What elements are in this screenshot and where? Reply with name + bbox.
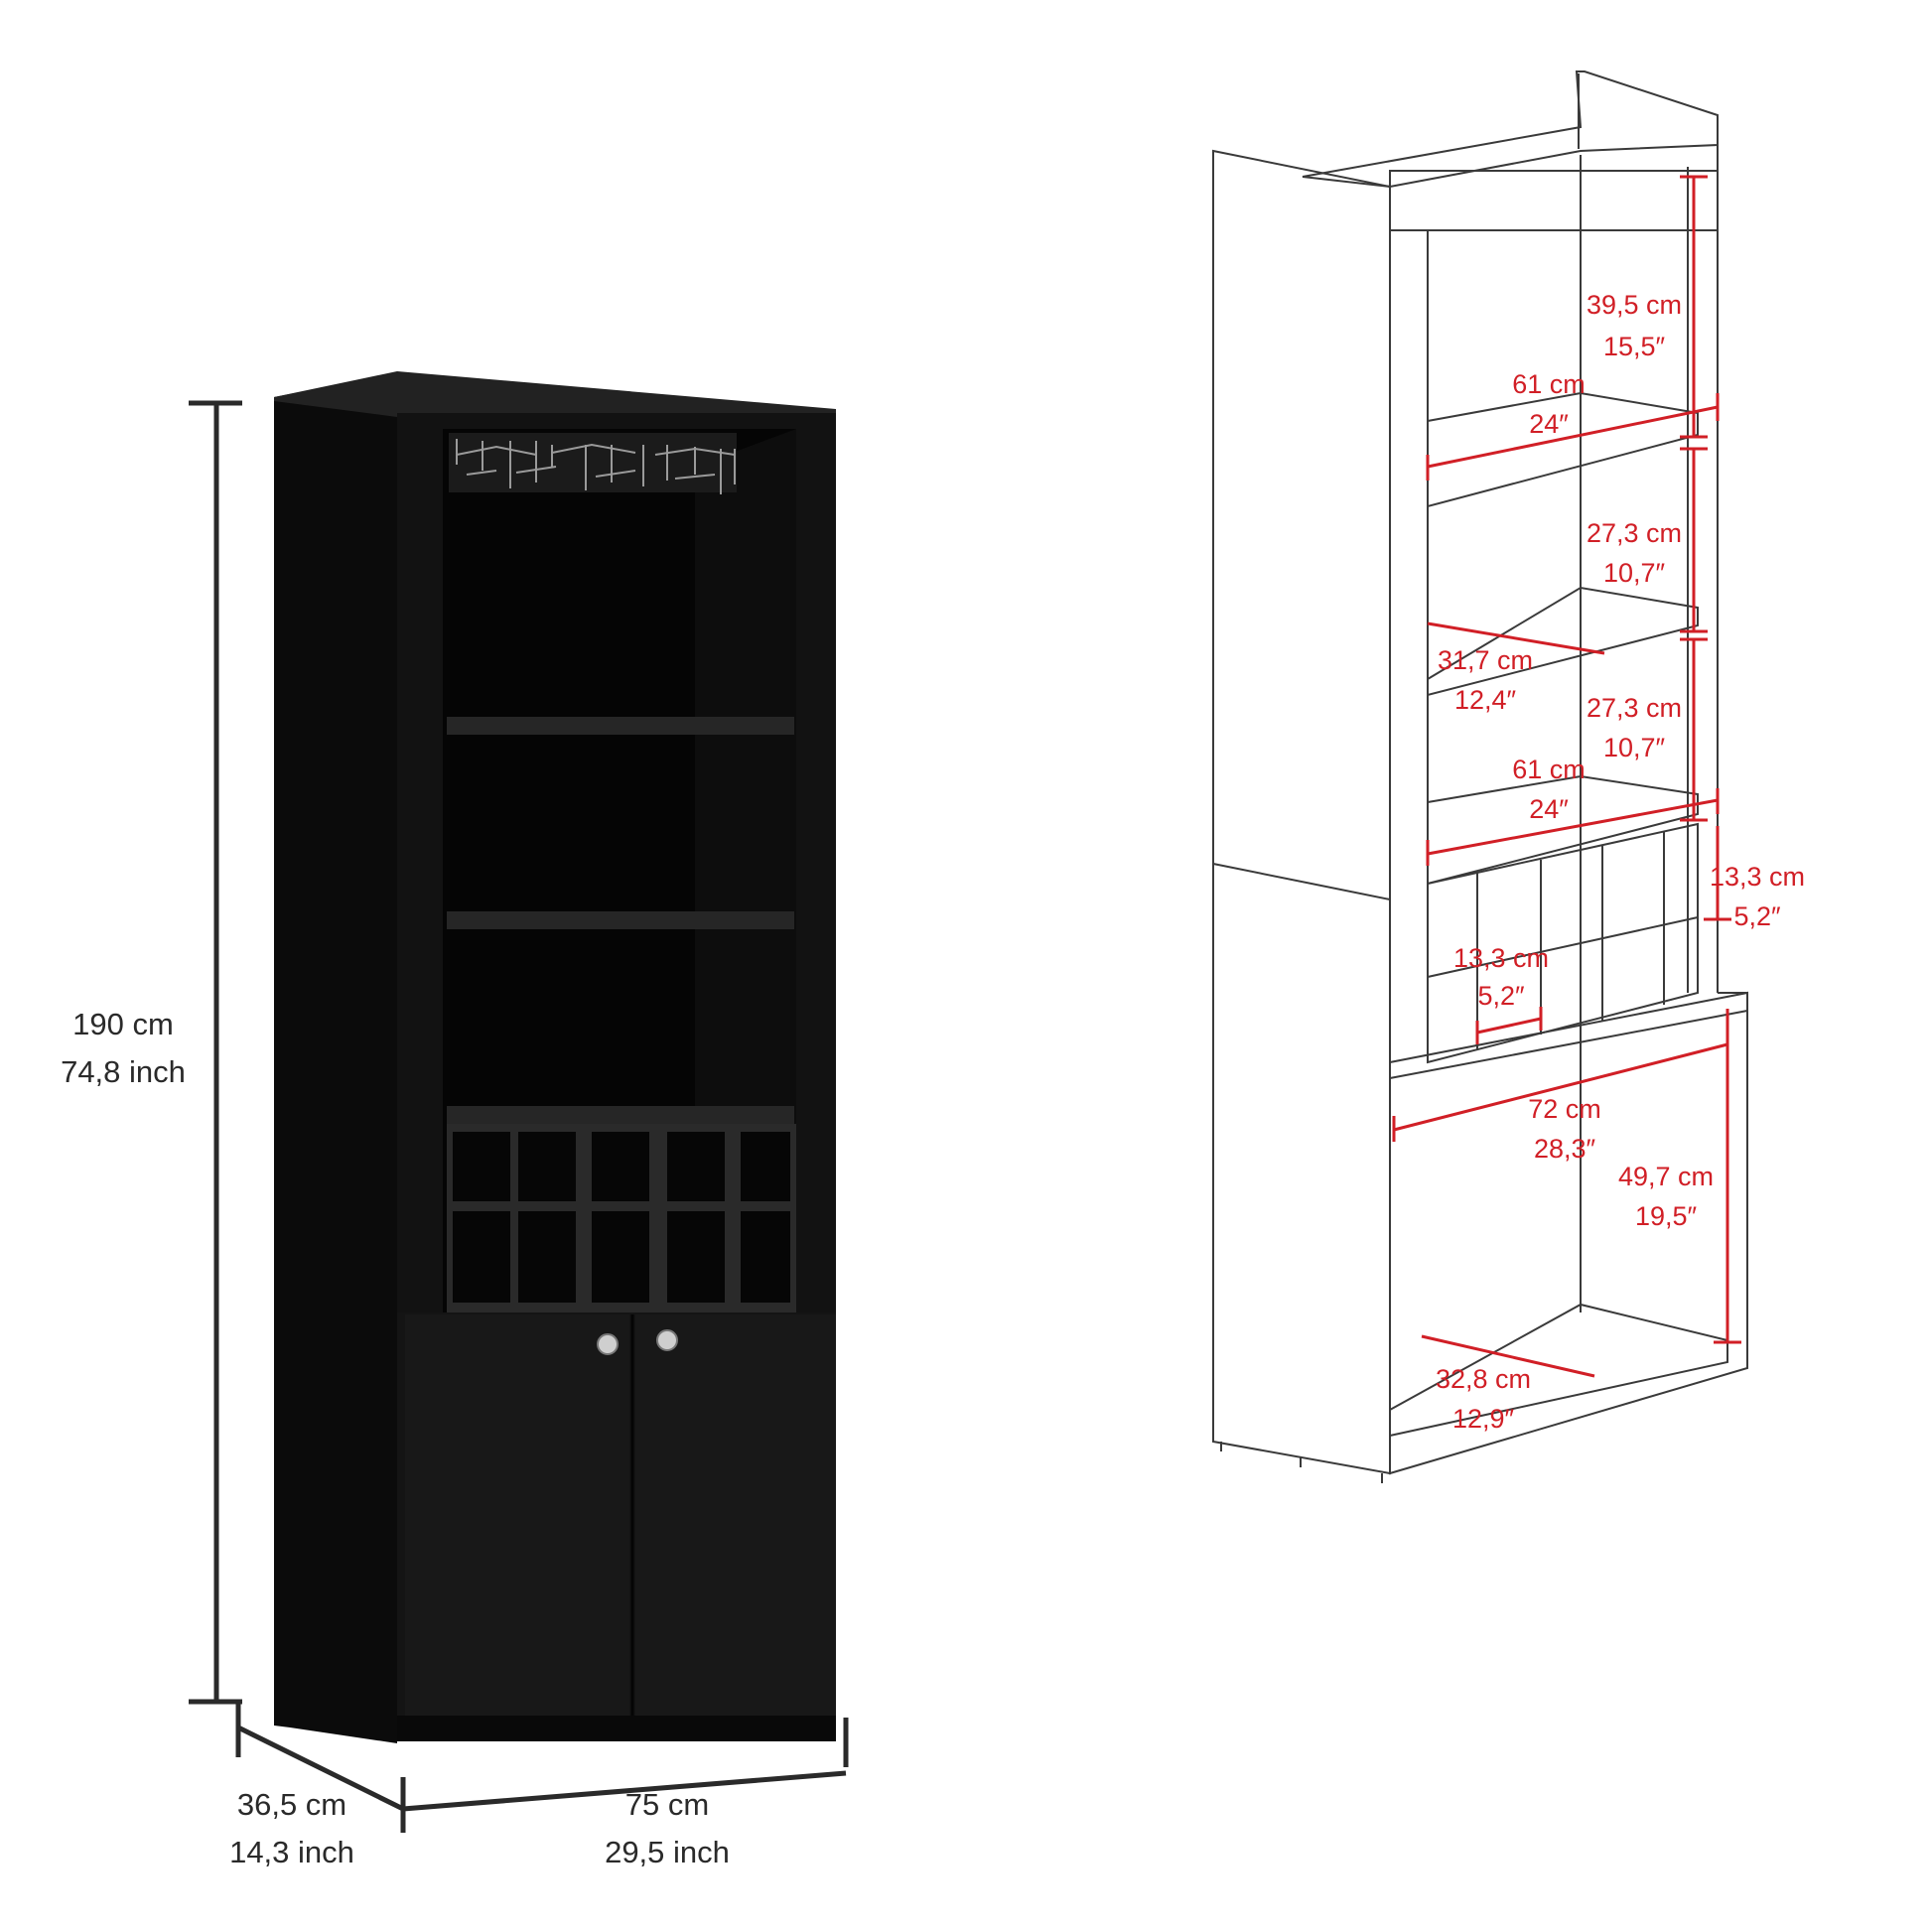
cubby-width-inch-label: 5,2″ (1477, 981, 1525, 1011)
door-knob-left (597, 1333, 619, 1355)
drawing-shelf-1 (1427, 391, 1699, 508)
width-dimension-line (402, 1770, 847, 1812)
door-knob-right (656, 1329, 678, 1351)
depth-cm-label: 36,5 cm (237, 1787, 346, 1822)
cabinet-width-inch-label: 28,3″ (1534, 1134, 1596, 1164)
top-height-cm-label: 39,5 cm (1587, 290, 1682, 320)
dim-cubby-width (1476, 1017, 1542, 1035)
shelf2-height-inch-label: 10,7″ (1603, 558, 1666, 588)
cabinet-depth-inch-label: 12,9″ (1452, 1404, 1515, 1434)
height-cm-label: 190 cm (72, 1007, 174, 1041)
wine-cubby-grid (447, 1124, 796, 1312)
cubby-height-cm-label: 13,3 cm (1710, 862, 1805, 892)
depth-dimension-line (236, 1725, 405, 1812)
drawing-side-panel (1212, 149, 1391, 1475)
dim-cabinet-depth (1421, 1334, 1595, 1378)
shelf3-height-inch-label: 10,7″ (1603, 733, 1666, 762)
width-inch-label: 29,5 inch (605, 1835, 730, 1869)
lower-width-inch-label: 24″ (1529, 794, 1569, 824)
width-cm-label: 75 cm (625, 1787, 709, 1822)
drawing-front-frame (1389, 170, 1719, 231)
dim-shelf-depth (1427, 621, 1605, 655)
top-height-inch-label: 15,5″ (1603, 332, 1666, 361)
cabinet-height-cm-label: 49,7 cm (1618, 1162, 1714, 1191)
black-cabinet (274, 371, 836, 1743)
dim-lower-width (1427, 798, 1719, 856)
top-width-cm-label: 61 cm (1512, 369, 1586, 399)
cabinet-door-left (405, 1314, 629, 1716)
cabinet-side-panel (274, 373, 397, 1743)
cubby-width-cm-label: 13,3 cm (1453, 943, 1549, 973)
lower-width-cm-label: 61 cm (1512, 755, 1586, 784)
dim-top-width (1427, 405, 1719, 469)
cubby-height-inch-label: 5,2″ (1733, 901, 1781, 931)
drawing-shelf-2 (1427, 586, 1699, 697)
shelf3-height-cm-label: 27,3 cm (1587, 693, 1682, 723)
shelf2-height-cm-label: 27,3 cm (1587, 518, 1682, 548)
cabinet-shelf-2 (447, 911, 794, 929)
drawing-cubby-grid (1427, 822, 1699, 1064)
shelf-depth-inch-label: 12,4″ (1454, 685, 1517, 715)
cabinet-width-cm-label: 72 cm (1528, 1094, 1601, 1124)
cabinet-shelf-3 (447, 1106, 794, 1124)
drawing-lower-cabinet (1389, 991, 1748, 1475)
wine-glass-rack (449, 433, 737, 494)
dim-cabinet-width (1393, 1042, 1728, 1132)
depth-inch-label: 14,3 inch (229, 1835, 354, 1869)
top-width-inch-label: 24″ (1529, 409, 1569, 439)
overall-dimension-lines (189, 400, 849, 1833)
cabinet-top (274, 371, 836, 423)
interior-dimension-lines (1392, 175, 1741, 1378)
cabinet-shelf-1 (447, 717, 794, 735)
cabinet-door-right (635, 1314, 836, 1716)
shelf-depth-cm-label: 31,7 cm (1438, 645, 1533, 675)
line-drawing-cabinet (1212, 70, 1748, 1483)
height-inch-label: 74,8 inch (61, 1054, 186, 1089)
cabinet-depth-cm-label: 32,8 cm (1436, 1364, 1531, 1394)
cabinet-plinth (397, 1716, 836, 1741)
cabinet-height-inch-label: 19,5″ (1635, 1201, 1698, 1231)
